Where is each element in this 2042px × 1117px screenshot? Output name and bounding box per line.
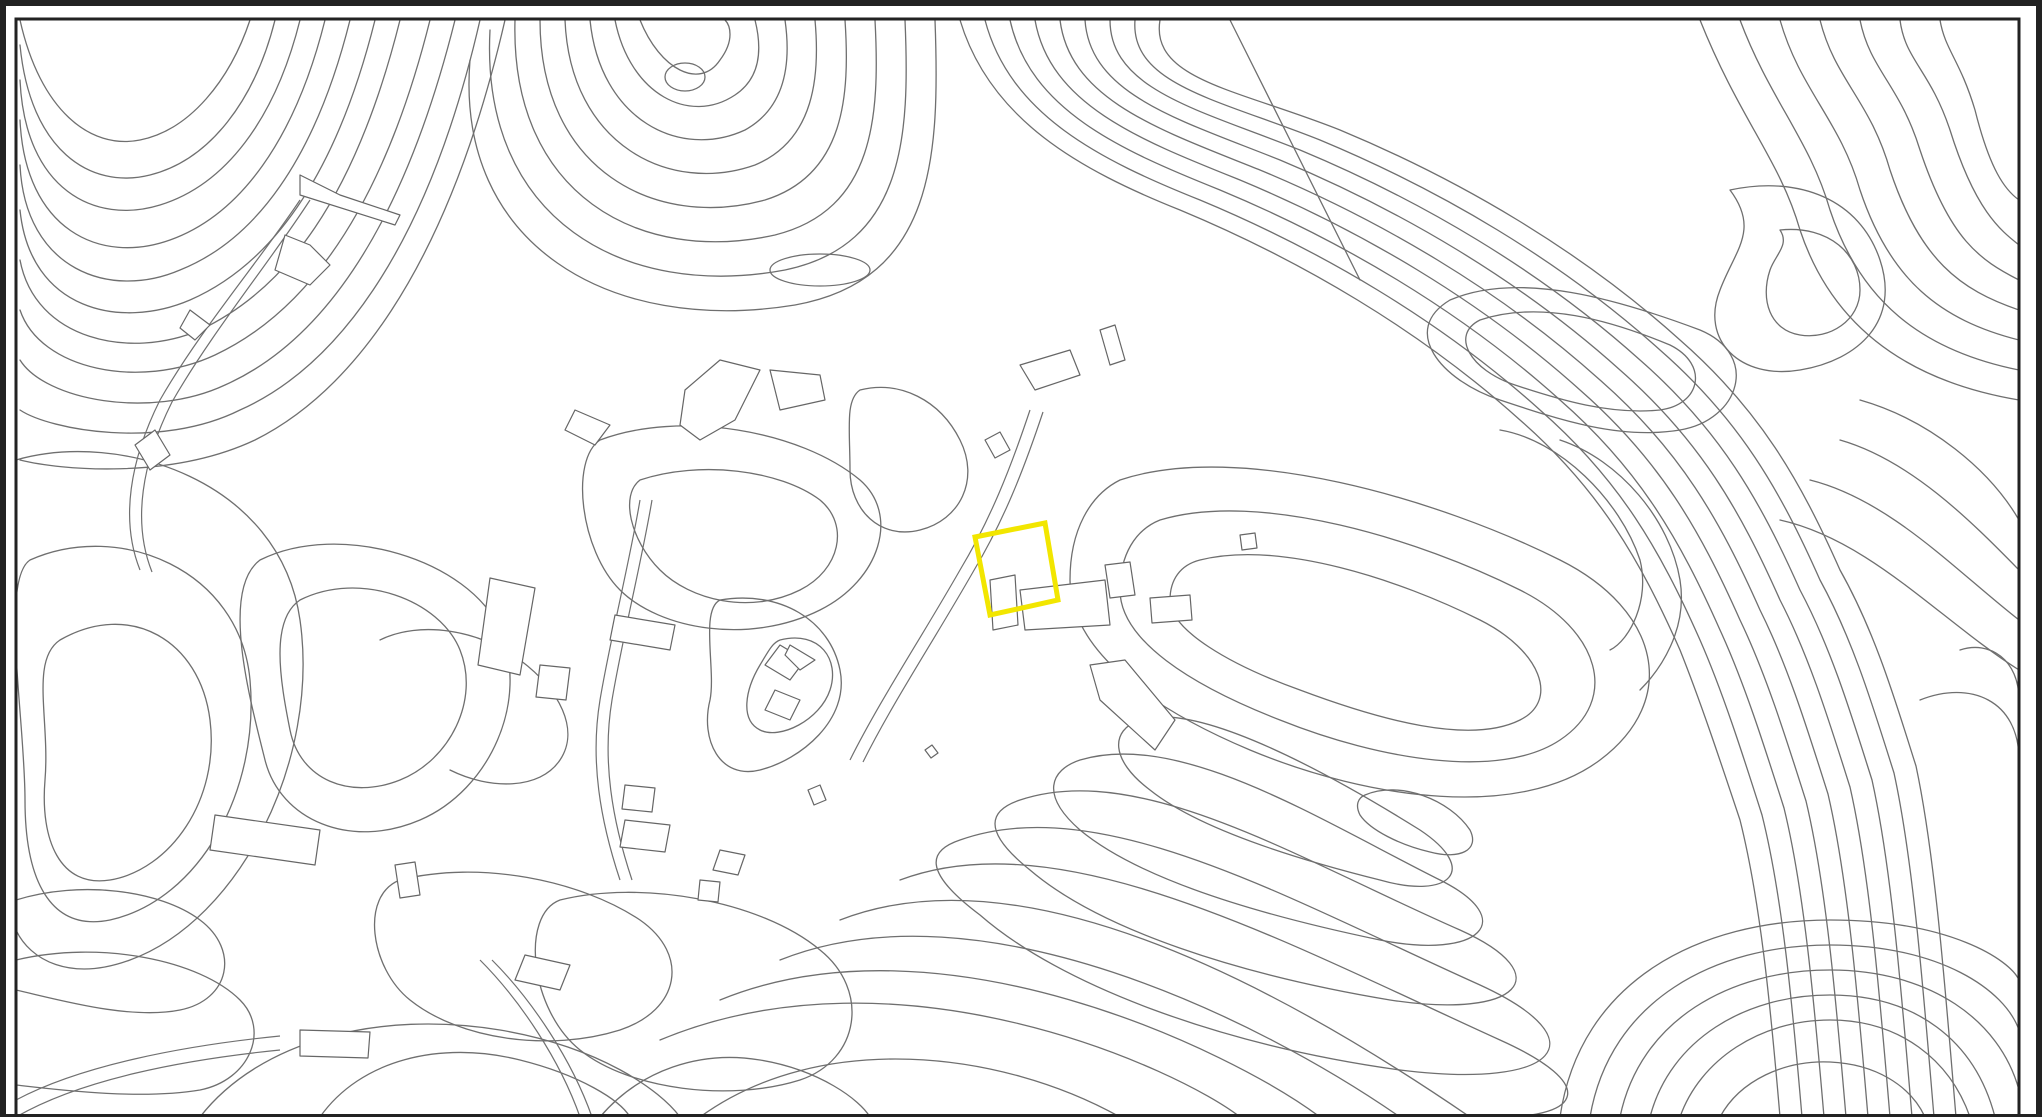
contour-group-dense-band	[959, 19, 1957, 1117]
building	[679, 359, 761, 441]
map-frame-inner	[14, 17, 2021, 1117]
contour-group-lower-center	[659, 716, 1569, 1117]
building	[1239, 532, 1258, 551]
building	[807, 784, 827, 806]
building	[274, 234, 331, 286]
roads	[16, 199, 1044, 1117]
building	[514, 954, 571, 991]
building	[984, 431, 1011, 459]
building	[784, 644, 816, 671]
buildings	[134, 174, 1258, 1059]
building	[477, 577, 536, 676]
contour-group-right-hill	[1426, 19, 2019, 761]
building	[134, 429, 171, 471]
building	[619, 819, 671, 853]
building	[697, 879, 721, 903]
building	[609, 614, 676, 651]
building	[764, 689, 801, 721]
building	[924, 744, 939, 759]
building	[1089, 659, 1176, 751]
building	[1149, 594, 1193, 624]
building	[564, 409, 611, 446]
building	[1104, 561, 1136, 599]
site-highlight-marker[interactable]	[972, 520, 1061, 618]
building	[209, 814, 321, 866]
building	[769, 369, 826, 411]
map-content	[16, 19, 2019, 1117]
building	[621, 784, 656, 813]
contour-group-upper-center	[468, 19, 937, 312]
building	[1099, 324, 1126, 366]
building	[1019, 349, 1081, 391]
contour-group-mid-right	[1069, 429, 1682, 798]
building	[989, 574, 1019, 631]
building	[712, 849, 746, 876]
contour-group-central	[16, 386, 969, 1117]
building	[179, 309, 211, 341]
building	[299, 1029, 371, 1059]
contour-group-top-left-hill	[19, 19, 506, 470]
building	[394, 861, 421, 899]
building	[535, 664, 571, 701]
contour-group-lower-right-bowl	[1559, 919, 2019, 1117]
building	[299, 174, 401, 226]
building	[1019, 579, 1111, 631]
